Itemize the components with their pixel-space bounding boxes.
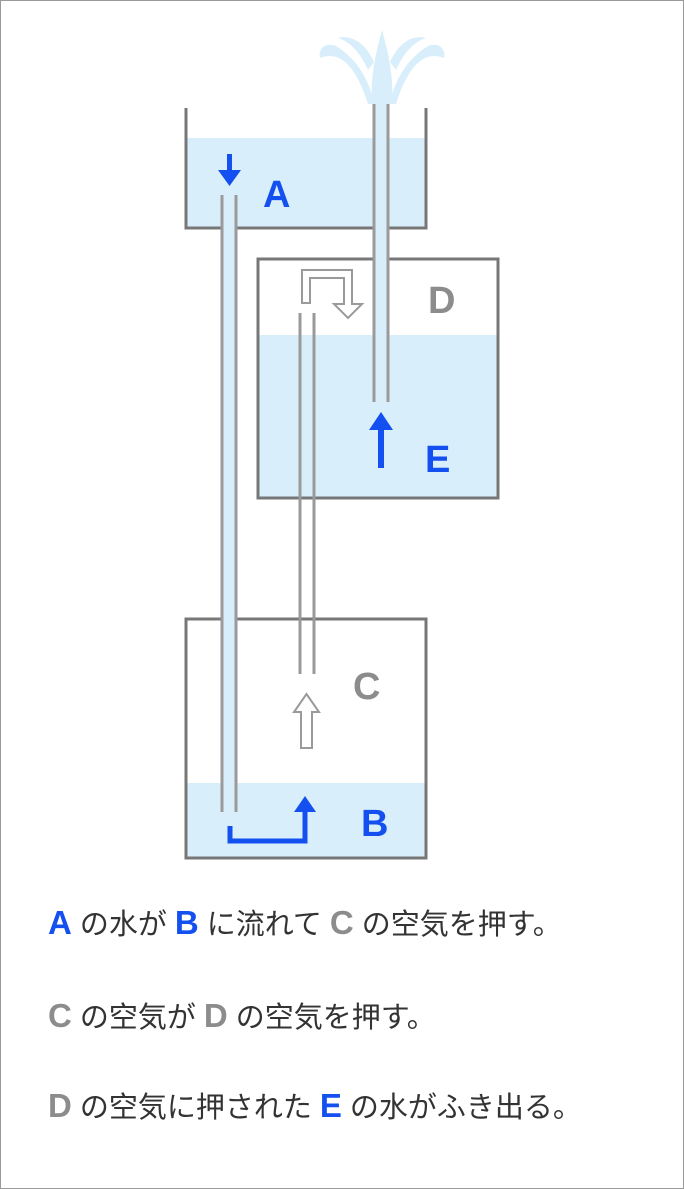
caption-2-letter-c: C xyxy=(48,997,72,1034)
caption-1-letter-a: A xyxy=(48,904,72,941)
caption-1-text-2: に流れて xyxy=(206,907,322,941)
label-c: C xyxy=(353,666,380,708)
label-b: B xyxy=(361,803,388,845)
caption-1-text-1: の水が xyxy=(79,907,167,941)
label-e: E xyxy=(425,439,450,481)
caption-1-letter-c: C xyxy=(329,904,354,941)
herons-fountain-diagram: A D E C B xyxy=(184,30,500,860)
label-a: A xyxy=(263,174,290,216)
caption-3-letter-d: D xyxy=(48,1087,72,1124)
pipe-e-to-fountain xyxy=(372,104,390,402)
caption-1-letter-b: B xyxy=(174,904,199,941)
caption-3-text-2: の水がふき出る。 xyxy=(349,1090,582,1124)
hollow-arrow-bent-d xyxy=(301,269,365,320)
caption-2-text-2: の空気を押す。 xyxy=(235,1000,436,1034)
pipe-c-to-d xyxy=(298,313,316,674)
caption-3-text-1: の空気に押された xyxy=(79,1090,312,1124)
arrow-down-a xyxy=(218,154,241,186)
fountain-spray xyxy=(319,30,445,104)
tank-a-outline xyxy=(184,108,428,230)
caption-2-letter-d: D xyxy=(203,997,228,1034)
arrow-up-e xyxy=(369,412,393,468)
caption-2-text-1: の空気が xyxy=(79,1000,196,1034)
caption-3-letter-e: E xyxy=(319,1087,342,1124)
tank-c-outline xyxy=(184,617,428,860)
caption-1-text-3: の空気を押す。 xyxy=(361,907,562,941)
label-d: D xyxy=(428,280,455,322)
hollow-arrow-up-c xyxy=(292,692,321,749)
arrow-flow-b xyxy=(227,796,316,844)
pipe-a-to-b xyxy=(220,195,238,812)
